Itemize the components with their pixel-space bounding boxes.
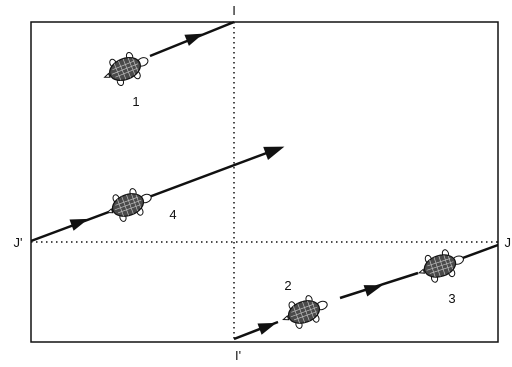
arrowhead-icon xyxy=(184,33,204,46)
turtle-path-4: 4 xyxy=(30,146,285,243)
axis-label-right: J xyxy=(505,235,512,250)
turtle-label-4: 4 xyxy=(169,207,176,222)
turtle-path-3: 3 xyxy=(339,243,499,306)
arrowhead-icon xyxy=(363,285,383,297)
turtle-label-3: 3 xyxy=(448,291,455,306)
turtle-icon xyxy=(277,289,333,334)
axis-label-top: I xyxy=(232,3,236,18)
arrowhead-icon xyxy=(69,218,89,231)
turtle-label-1: 1 xyxy=(132,94,139,109)
turtle-icon xyxy=(98,46,154,91)
axis-label-left: J' xyxy=(14,235,23,250)
frame xyxy=(30,21,499,343)
turtle-path-2: 2 xyxy=(233,278,333,341)
axis-label-bottom: I' xyxy=(235,348,241,363)
turtle-path-1: 1 xyxy=(98,20,235,109)
arrowhead-icon xyxy=(257,322,277,335)
arrowhead-icon xyxy=(263,146,285,160)
turtle-icon xyxy=(414,244,469,287)
turtle-label-2: 2 xyxy=(284,278,291,293)
turtle-icon xyxy=(101,182,157,227)
